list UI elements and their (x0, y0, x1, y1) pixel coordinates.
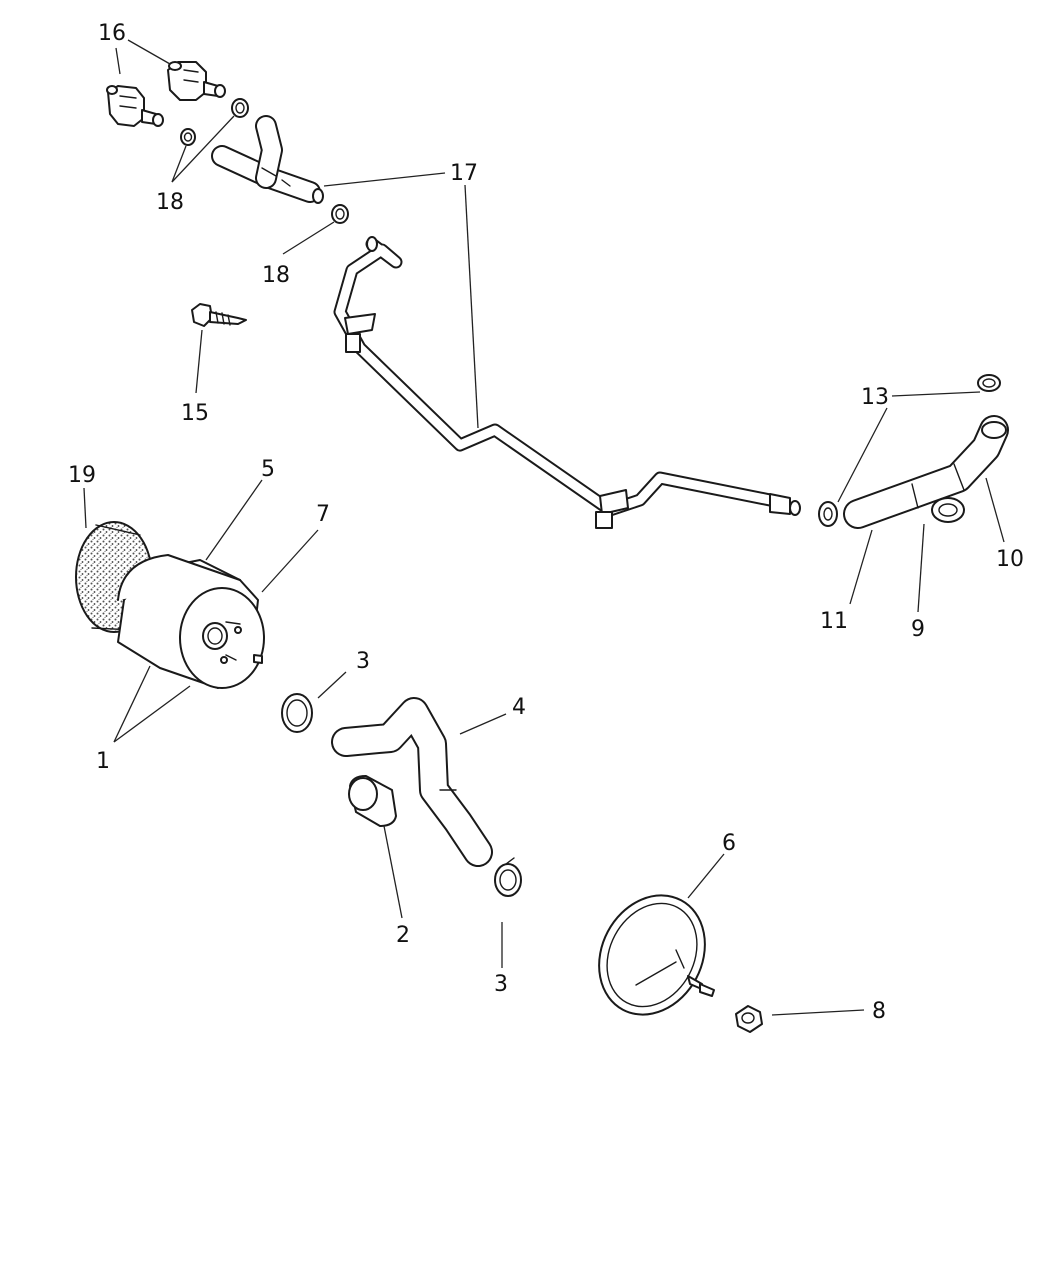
callout-9: 9 (911, 617, 925, 642)
rubber-cap (348, 775, 397, 827)
callout-8: 8 (872, 999, 886, 1024)
filler-vent-hose (331, 697, 493, 867)
callout-18-top: 18 (156, 190, 184, 215)
callout-1: 1 (96, 749, 110, 774)
vapor-tube-main (333, 236, 801, 529)
mounting-screw (191, 303, 247, 327)
hose-clamp-18-a (231, 98, 249, 118)
callout-10: 10 (996, 547, 1024, 572)
tee-hose-assembly (843, 415, 1009, 529)
vapor-hose-upper (211, 115, 324, 204)
callout-18-mid: 18 (262, 263, 290, 288)
callout-6: 6 (722, 831, 736, 856)
leader-lines (83, 39, 1005, 1016)
callout-13: 13 (861, 385, 889, 410)
callout-16: 16 (98, 21, 126, 46)
callout-17: 17 (450, 161, 478, 186)
callout-5: 5 (261, 457, 275, 482)
callout-2: 2 (396, 923, 410, 948)
hose-clamp-3-upper (281, 693, 313, 733)
callouts: 16 18 18 17 15 13 19 5 7 10 11 9 3 4 1 6… (68, 21, 1024, 1024)
callout-19: 19 (68, 463, 96, 488)
callout-4: 4 (512, 695, 526, 720)
callout-7: 7 (316, 502, 330, 527)
hose-clamp-18-b (180, 128, 196, 146)
callout-3-upper: 3 (356, 649, 370, 674)
hose-clamp-13 (977, 374, 1001, 392)
purge-valve-upper (167, 61, 226, 101)
hose-clamp-12 (818, 501, 838, 527)
callout-15: 15 (181, 401, 209, 426)
hose-clamp-18-c (331, 204, 349, 224)
mounting-strap (598, 894, 715, 1016)
callout-3-lower: 3 (494, 972, 508, 997)
flange-nut (735, 1005, 763, 1033)
hose-clamp-3-lower (494, 857, 522, 897)
purge-valve-lower (106, 85, 164, 127)
vapor-canister (117, 554, 265, 689)
callout-11: 11 (820, 609, 848, 634)
